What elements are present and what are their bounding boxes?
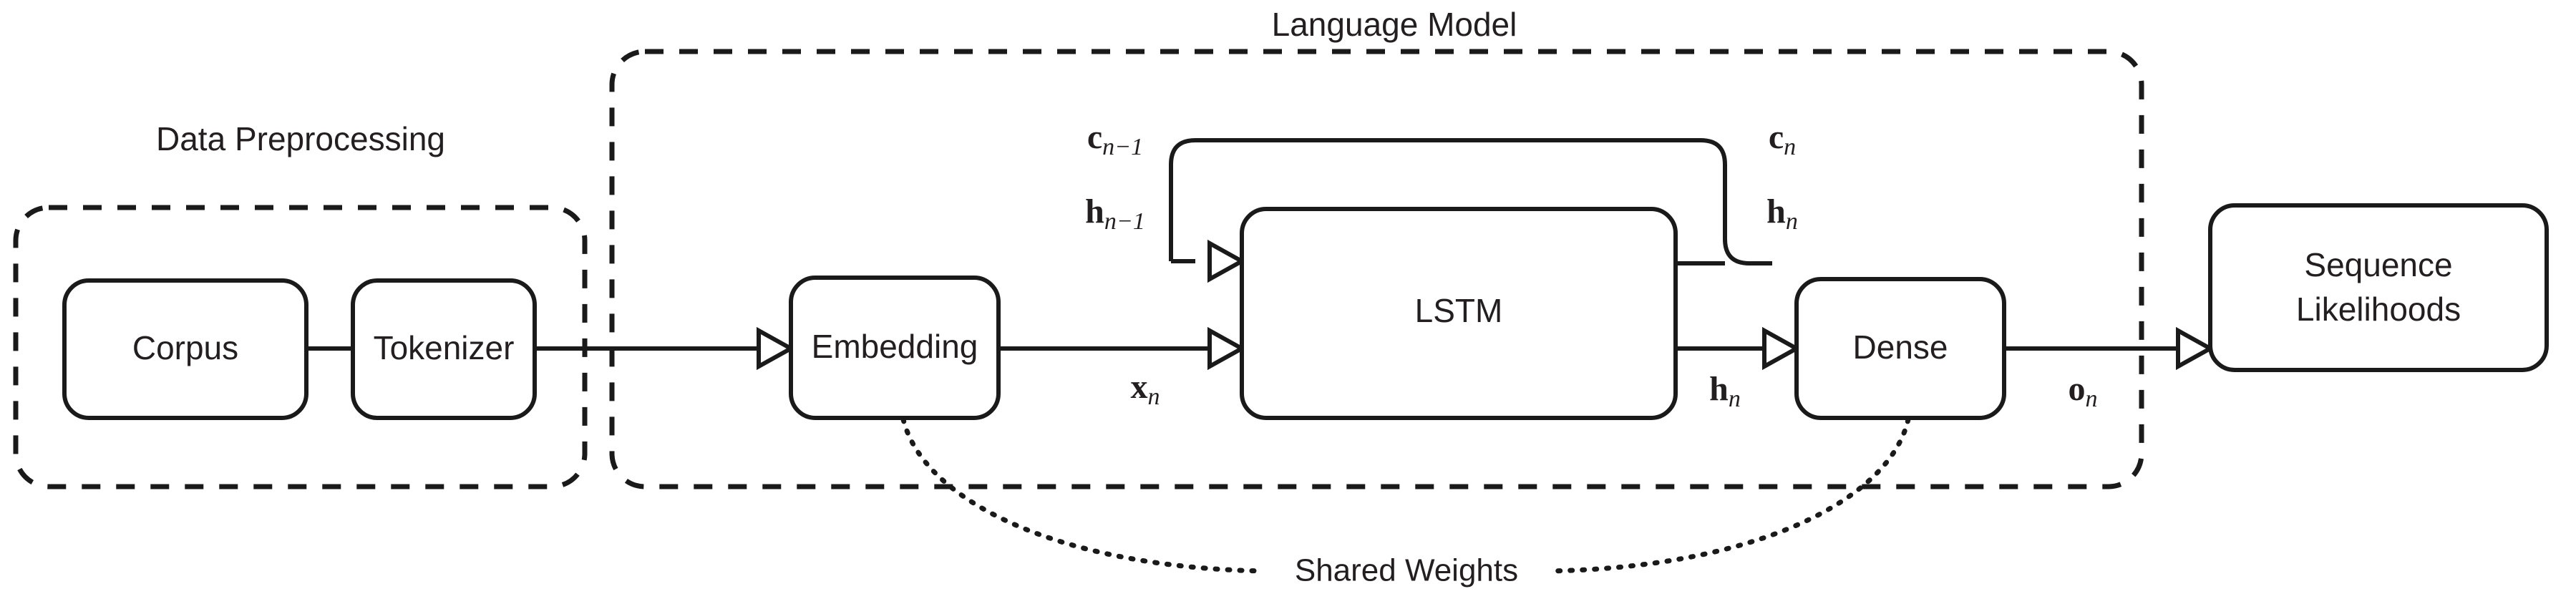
tokenizer-label: Tokenizer [374,329,515,366]
label-c-n-minus-1-sub: n−1 [1102,134,1143,160]
state-labels-input: cn−1 hn−1 [1085,118,1145,235]
corpus-box[interactable] [62,278,308,420]
label-h-n-sub: n [1786,208,1798,235]
node-lstm[interactable]: LSTM [1240,207,1678,420]
label-h-n-minus-1: hn−1 [1085,193,1145,235]
sequence-likelihoods-box[interactable] [2208,203,2549,372]
data-preprocessing-title: Data Preprocessing [156,120,445,157]
node-dense[interactable]: Dense [1794,277,2006,420]
lstm-box[interactable] [1240,207,1678,420]
label-h-n-out: hn [1709,370,1741,412]
label-h-n-minus-1-sub: n−1 [1104,208,1145,235]
language-model-dashed-boundary [609,49,2144,489]
label-x-n-base: x [1131,368,1148,406]
label-h-n: hn [1766,193,1798,235]
label-o-n-base: o [2069,370,2086,408]
label-h-n-base: h [1766,193,1786,230]
lstm-label: LSTM [1415,292,1503,329]
label-o-n: on [2069,370,2098,412]
label-c-n-minus-1-base: c [1087,118,1102,156]
sequence-likelihoods-label-line2: Likelihoods [2296,291,2461,328]
label-c-n-sub: n [1784,134,1796,160]
label-c-n: cn [1769,118,1796,160]
shared-weights-tie: Shared Weights [900,416,1911,588]
node-embedding[interactable]: Embedding [789,276,1001,420]
recurrent-loop-cell-state [1169,138,1772,265]
corpus-label: Corpus [132,329,238,366]
label-x-n: xn [1131,368,1160,410]
label-x-n-sub: n [1148,384,1160,410]
state-labels-output: cn hn [1766,118,1798,235]
language-model-title: Language Model [1272,6,1517,43]
shared-weights-label: Shared Weights [1295,553,1518,588]
connector-lstm-to-dense: hn [1676,326,1802,412]
node-sequence-likelihoods[interactable]: Sequence Likelihoods [2208,203,2549,372]
embedding-label: Embedding [812,328,978,365]
node-tokenizer[interactable]: Tokenizer [351,278,537,420]
label-h-n-out-base: h [1709,370,1729,408]
connector-tokenizer-to-embedding [535,326,796,371]
connector-dense-to-sequence-likelihoods: on [2004,326,2215,412]
label-c-n-base: c [1769,118,1784,156]
connector-embedding-to-lstm: xn [998,326,1247,410]
label-h-n-minus-1-base: h [1085,193,1104,230]
tokenizer-box[interactable] [351,278,537,420]
label-c-n-minus-1: cn−1 [1087,118,1143,160]
node-corpus[interactable]: Corpus [62,278,308,420]
recurrent-loop-hidden-state [1171,239,1247,283]
label-o-n-sub: n [2086,386,2098,412]
label-h-n-out-sub: n [1729,386,1741,412]
shared-weights-curve-right [1546,416,1911,574]
dense-label: Dense [1853,328,1948,366]
group-language-model: Language Model [609,6,2144,489]
shared-weights-curve-left [900,416,1267,574]
sequence-likelihoods-label-line1: Sequence [2304,246,2452,283]
